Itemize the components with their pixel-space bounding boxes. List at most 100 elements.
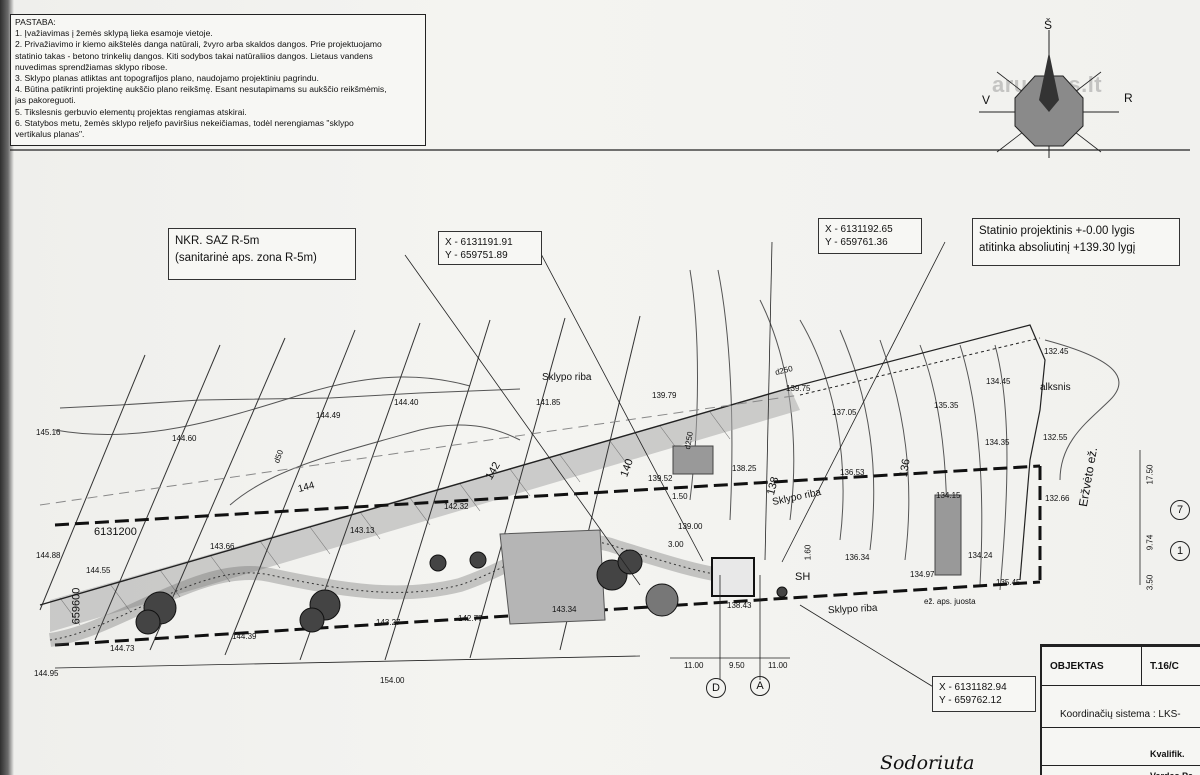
- title-block-row: Kvalifik.: [1042, 743, 1200, 766]
- label-sklypo-riba: Sklypo riba: [542, 372, 592, 383]
- label-tree-species: alksnis: [1040, 382, 1071, 393]
- elevation: 136.53: [840, 468, 865, 477]
- elevation: 142.32: [444, 502, 469, 511]
- elevation: 143.34: [552, 605, 577, 614]
- title-block-row: Vardas,Pa: [1042, 765, 1200, 775]
- title-block-row: OBJEKTAS T.16/C: [1042, 647, 1200, 686]
- axis-marker-d: D: [706, 678, 726, 698]
- objektas-label: OBJEKTAS: [1042, 647, 1142, 685]
- elevation: 145.16: [36, 428, 61, 437]
- topo-contours: [54, 269, 1008, 591]
- elevation: 144.73: [110, 644, 135, 653]
- dimension-label: 3.00: [668, 540, 684, 549]
- note-line: 2. Privažiavimo ir kiemo aikštelės danga…: [15, 39, 382, 50]
- label-lake-zone: ež. aps. juosta: [924, 597, 976, 606]
- objektas-value: T.16/C: [1150, 660, 1179, 672]
- dimension-label: 11.00: [684, 661, 704, 670]
- elevation: 144.88: [36, 551, 61, 560]
- note-line: jas pakoreguoti.: [15, 95, 76, 106]
- elevation: 139.79: [652, 391, 677, 400]
- elevation: 136.34: [845, 553, 870, 562]
- note-line: 4. Būtina patikrinti projektinę aukščio …: [15, 84, 387, 95]
- note-line: 6. Statybos metu, žemės sklypo reljefo p…: [15, 117, 354, 128]
- elevation: 139.00: [678, 522, 703, 531]
- title-block-row: Koordinačių sistema : LKS-: [1042, 701, 1200, 728]
- callout-coordinate-2: X - 6131192.65 Y - 659761.36: [818, 218, 922, 254]
- elevation: 137.05: [832, 408, 857, 417]
- elevation: 132.55: [1043, 433, 1068, 442]
- road-edge: [39, 384, 801, 606]
- dimension-label: 9.50: [729, 661, 745, 670]
- elevation: 144.95: [34, 669, 59, 678]
- elevation: 134.24: [968, 551, 993, 560]
- dimension-label: 11.00: [768, 661, 788, 670]
- elevation: 134.45: [986, 377, 1011, 386]
- dimension-label: 17.50: [1145, 464, 1155, 485]
- coordinate-system: Koordinačių sistema : LKS-: [1060, 708, 1181, 720]
- axis-marker-a: A: [750, 676, 770, 696]
- elevation: 138.43: [727, 601, 752, 610]
- note-line: 5. Tikslesnis gerbuvio elementų projekta…: [15, 106, 247, 117]
- title-block: OBJEKTAS T.16/C Koordinačių sistema : LK…: [1040, 645, 1200, 775]
- elevation: 134.35: [985, 438, 1010, 447]
- dimension-label: 9.74: [1145, 534, 1155, 551]
- trees: [135, 549, 788, 635]
- label-sh: SH: [795, 571, 811, 583]
- lake-structure: [934, 494, 962, 576]
- note-line: 3. Sklypo planas atliktas ant topografij…: [15, 73, 319, 84]
- callout-coordinate-3: X - 6131182.94 Y - 659762.12: [932, 676, 1036, 712]
- compass-west-label: V: [982, 93, 991, 107]
- callout-level: Statinio projektinis +-0.00 lygis atitin…: [972, 218, 1180, 266]
- elevation: 139.52: [648, 474, 673, 483]
- elevation: 143.13: [350, 526, 375, 535]
- signature: Sodoriuta: [880, 752, 975, 774]
- elevation: 132.66: [1045, 494, 1070, 503]
- leader-lines: [404, 241, 946, 689]
- lake-shore: [799, 324, 1046, 581]
- elevation: 143.66: [210, 542, 235, 551]
- shed: [672, 445, 714, 475]
- elevation: 132.45: [1044, 347, 1069, 356]
- compass-rose: [979, 30, 1119, 158]
- elevation: 143.27: [376, 618, 401, 627]
- elevation: 135.35: [934, 401, 959, 410]
- projected-building: [711, 557, 755, 597]
- notes-title: PASTABA:: [15, 17, 56, 27]
- label-grid-x: 6131200: [94, 526, 137, 538]
- note-line: nuvedimas sprendžiamas sklypo ribose.: [15, 61, 168, 72]
- dimension-label: 1.60: [803, 544, 813, 561]
- dimension-lines: [54, 450, 1141, 680]
- notes-box: PASTABA: 1. Įvažiavimas į žemės sklypą l…: [10, 14, 426, 146]
- compass-east-label: R: [1124, 91, 1133, 105]
- sanitary-zone-band: [50, 388, 800, 632]
- elevation: 135.45: [996, 578, 1021, 587]
- elevation: 134.97: [910, 570, 935, 579]
- note-line: vertikalus planas".: [15, 129, 85, 140]
- compass-north-label: Š: [1044, 18, 1053, 32]
- note-line: statinio takas - betono trinkelių dangos…: [15, 50, 373, 61]
- elevation: 141.85: [536, 398, 561, 407]
- elevation: 134.15: [936, 491, 961, 500]
- note-line: 1. Įvažiavimas į žemės sklypą lieka esam…: [15, 28, 213, 39]
- name-label: Vardas,Pa: [1142, 765, 1200, 775]
- label-grid-y: 659600: [70, 587, 83, 625]
- elevation: 138.25: [732, 464, 757, 473]
- dimension-label: 3.50: [1145, 574, 1155, 591]
- elevation: 144.55: [86, 566, 111, 575]
- callout-coordinate-1: X - 6131191.91 Y - 659751.89: [438, 231, 542, 265]
- axis-marker-1: 1: [1170, 541, 1190, 561]
- callout-sanitary-zone: NKR. SAZ R-5m (sanitarinė aps. zona R-5m…: [168, 228, 356, 280]
- elevation: 144.49: [316, 411, 341, 420]
- elevation: 139.75: [786, 384, 811, 393]
- dimension-label: 1.50: [672, 492, 688, 501]
- elevation: 144.60: [172, 434, 197, 443]
- axis-marker-7: 7: [1170, 500, 1190, 520]
- elevation: 144.40: [394, 398, 419, 407]
- dimension-label: 154.00: [380, 676, 405, 685]
- elevation: 144.39: [232, 632, 257, 641]
- existing-building: [499, 529, 606, 625]
- qualification-label: Kvalifik.: [1150, 749, 1185, 759]
- elevation: 142.77: [458, 614, 483, 623]
